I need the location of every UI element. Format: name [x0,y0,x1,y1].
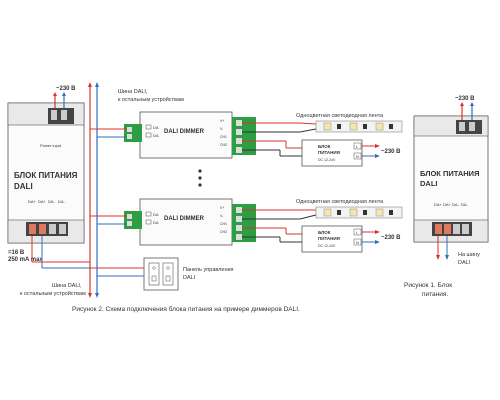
power-unit-2-term-n: N [356,240,359,245]
dimmer-1-out-2: V- [220,127,224,131]
power-unit-2-model: DC 12-24V [318,244,336,248]
psu-left-term-3: DA- [48,199,56,204]
psu-right-term-3: DA- [452,202,460,207]
bus-top-label-1: Шина DALI, [118,89,148,95]
dimmer-1-out-3: CH1 [220,135,227,139]
power-unit-1-title-1: БЛОК [318,144,331,149]
power-unit-2-title-1: БЛОК [318,230,331,235]
dimmer-1-in-1: DA [153,125,159,130]
dimmer-2-out-1: V+ [220,206,224,210]
led-strip-2 [315,206,403,219]
dimmer-2-in-2: DA [153,220,159,225]
power-unit-1-model: DC 12-24V [318,158,336,162]
dimmer-1-in-2: DA [153,133,159,138]
led-strip-1-label: Одноцветная светодиодная лента [296,113,384,119]
psu-right-title-1: БЛОК ПИТАНИЯ [420,169,479,178]
psu-left-term-2: DA+ [38,199,47,204]
figure-1-caption-2: питания. [422,291,448,298]
power-unit-1-term-n: N [356,154,359,159]
power-unit-1-title-2: ПИТАНИЯ [318,150,340,155]
dimmer-2-out-2: V- [220,214,224,218]
figure-1-caption-1: Рисунок 1. Блок [404,282,452,289]
panel-label-2: DALI [183,275,196,281]
power-unit-1: БЛОК ПИТАНИЯ DC 12-24V L N [301,139,363,167]
dimmer-1-input-terminal [124,124,142,142]
bus-bottom-label-2: к остальным устройствам [20,290,86,297]
psu-right-term-1: DA+ [434,202,443,207]
psu-right: БЛОК ПИТАНИЯ DALI DA+ DA+ DA- DA- [413,115,489,243]
psu-right-bus-label-1: На шину [458,252,480,258]
mains-label-left: ~230 В [56,86,76,92]
led-strip-1 [315,120,403,133]
bus-bottom-label-1: Шина DALI, [52,283,82,289]
mains-label-right: ~230 В [455,96,475,102]
panel-button-left [148,262,160,286]
figure-2-caption: Рисунок 2. Схема подключения блока питан… [72,305,300,313]
dali-bus [88,82,99,298]
dimmer-2-in-1: DA [153,212,159,217]
psu-left-term-1: DA+ [28,199,37,204]
led-strip-2-label: Одноцветная светодиодная лента [296,199,384,205]
power-unit-2-term-l: L [356,230,359,235]
psu-left-title-1: БЛОК ПИТАНИЯ [14,171,78,180]
psu-left-title-2: DALI [14,182,33,191]
dimmer-2-out-4: CH2 [220,230,227,234]
psu-right-title-2: DALI [420,179,438,188]
psu-right-bus-label-2: DALI [458,260,471,266]
panel-label-1: Панель управления [183,267,234,273]
psu-left-spec-1: =16 В [8,250,25,256]
dimmer-1-out-1: V+ [220,119,224,123]
psu-left-term-4: DA- [58,199,66,204]
dimmer-2-input-terminal [124,211,142,229]
dimmer-2: DA DA DALI DIMMER V+ V- CH1 CH2 [124,198,256,246]
bus-top-label-2: к остальным устройствам [118,96,184,103]
power-unit-2-title-2: ПИТАНИЯ [318,236,340,241]
psu-left-power-input: Power input [40,143,62,148]
psu-right-term-4: DA- [461,202,469,207]
power-unit-2: БЛОК ПИТАНИЯ DC 12-24V L N [301,225,363,253]
dimmer-1-out-4: CH2 [220,143,227,147]
psu-left-spec-2: 250 mA max [8,257,43,263]
dali-control-panel [143,257,179,291]
dimmer-2-title: DALI DIMMER [164,216,205,222]
psu-right-term-2: DA+ [443,202,452,207]
dimmer-1: DA DA DALI DIMMER V+ V- CH1 CH2 [124,111,256,159]
psu-left-bus-terminal [26,222,68,236]
dimmer-1-title: DALI DIMMER [164,129,205,135]
dimmer-2-out-3: CH1 [220,222,227,226]
panel-button-right [162,262,174,286]
psu-left: Power input БЛОК ПИТАНИЯ DALI DA+ DA+ DA… [7,102,85,263]
power-unit-1-term-l: L [356,144,359,149]
mains-label-pu1: ~230 В [381,149,401,155]
mains-label-pu2: ~230 В [381,235,401,241]
